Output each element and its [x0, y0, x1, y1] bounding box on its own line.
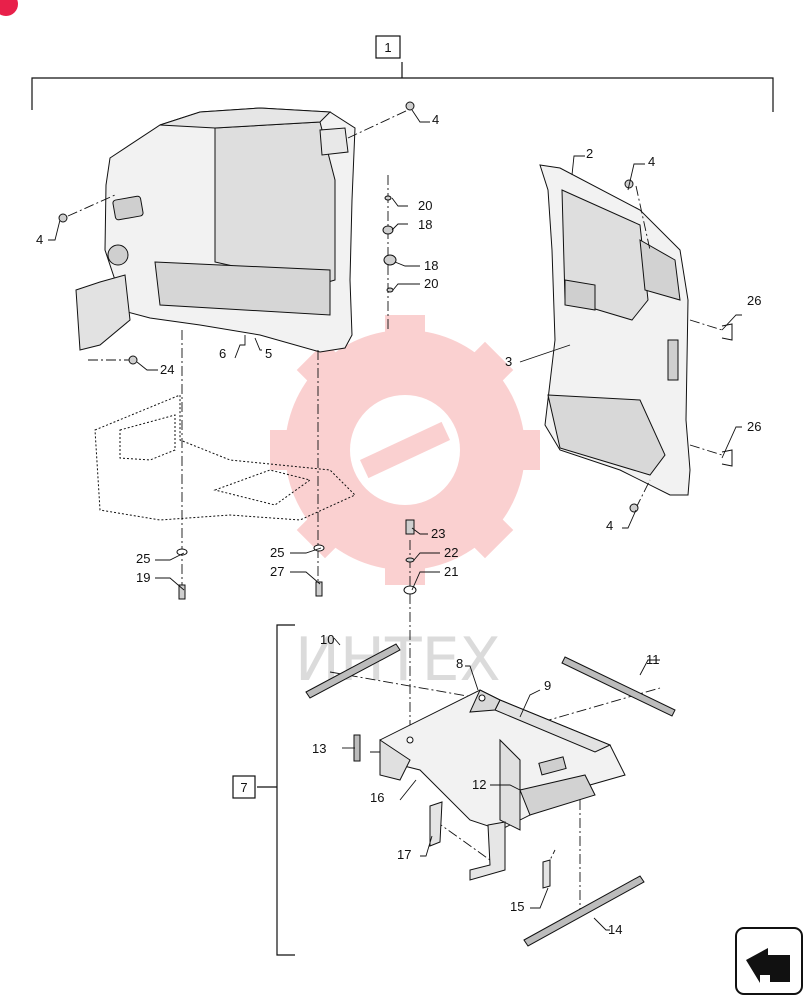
callout-3: 3	[505, 354, 512, 369]
callout-26-bottom: 26	[747, 419, 761, 434]
callout-leaders	[48, 109, 742, 931]
callout-4-left: 4	[36, 232, 43, 247]
washer-20-lower	[386, 287, 394, 293]
callout-4-right-top: 4	[648, 154, 655, 169]
callout-22: 22	[444, 545, 458, 560]
clip-17	[429, 801, 443, 847]
floor-plate-assembly	[379, 689, 626, 881]
bolt-27	[315, 581, 323, 597]
washer-25-left	[176, 548, 188, 556]
callout-17: 17	[397, 847, 411, 862]
callout-18-upper: 18	[418, 217, 432, 232]
knob-18-lower	[383, 254, 397, 266]
callout-labels: 2 3 4 4 4 4 5 6 8 9 10 11 12 13 14 15 16…	[36, 112, 761, 937]
watermark-gear-icon	[270, 315, 540, 585]
callout-27: 27	[270, 564, 284, 579]
callout-20-lower: 20	[424, 276, 438, 291]
assembly-box	[375, 35, 401, 59]
leader-lines	[67, 109, 723, 915]
bolt-4-top	[405, 101, 415, 111]
callout-8: 8	[456, 656, 463, 671]
callout-11: 11	[646, 652, 660, 667]
callout-15: 15	[510, 899, 524, 914]
callout-6: 6	[219, 346, 226, 361]
callout-5: 5	[265, 346, 272, 361]
bolt-23	[405, 519, 415, 535]
callout-2: 2	[586, 146, 593, 161]
callout-23: 23	[431, 526, 445, 541]
nut-18-top	[382, 225, 394, 235]
seal-strips	[305, 643, 676, 947]
pad-15	[542, 859, 551, 889]
callout-21: 21	[444, 564, 458, 579]
subassembly-box	[232, 775, 256, 799]
assembly-box-label: 1	[384, 40, 391, 55]
callout-24: 24	[160, 362, 174, 377]
callout-14: 14	[608, 922, 622, 937]
callout-9: 9	[544, 678, 551, 693]
subassembly-bracket	[257, 624, 295, 956]
cab-frame-dotted	[94, 394, 356, 521]
washer-21	[403, 585, 417, 595]
bolt-4-left	[58, 213, 68, 223]
callout-25-mid: 25	[270, 545, 284, 560]
bolt-24	[128, 355, 138, 365]
callout-18-lower: 18	[424, 258, 438, 273]
callout-19: 19	[136, 570, 150, 585]
callout-10: 10	[320, 632, 334, 647]
bolt-4-right-bottom	[629, 503, 639, 513]
bolt-19	[178, 584, 186, 600]
strip-10	[305, 643, 401, 699]
washer-20-top	[384, 195, 392, 201]
assembly-bracket	[31, 62, 774, 112]
washer-22	[405, 557, 415, 563]
subassembly-box-label: 7	[240, 780, 247, 795]
callout-4-right-bottom: 4	[606, 518, 613, 533]
strip-14	[523, 875, 645, 947]
right-side-panel	[539, 164, 691, 496]
clip-26-bottom	[721, 449, 733, 467]
clip-26-top	[721, 323, 733, 341]
strip-11	[561, 656, 676, 717]
left-side-panel	[75, 107, 356, 353]
callout-13: 13	[312, 741, 326, 756]
callout-26-top: 26	[747, 293, 761, 308]
callout-4-top: 4	[432, 112, 439, 127]
callout-20-upper: 20	[418, 198, 432, 213]
callout-25-left: 25	[136, 551, 150, 566]
navigation-arrow-icon[interactable]	[735, 927, 803, 995]
callout-16: 16	[370, 790, 384, 805]
corner-badge-icon	[0, 0, 18, 16]
callout-12: 12	[472, 777, 486, 792]
